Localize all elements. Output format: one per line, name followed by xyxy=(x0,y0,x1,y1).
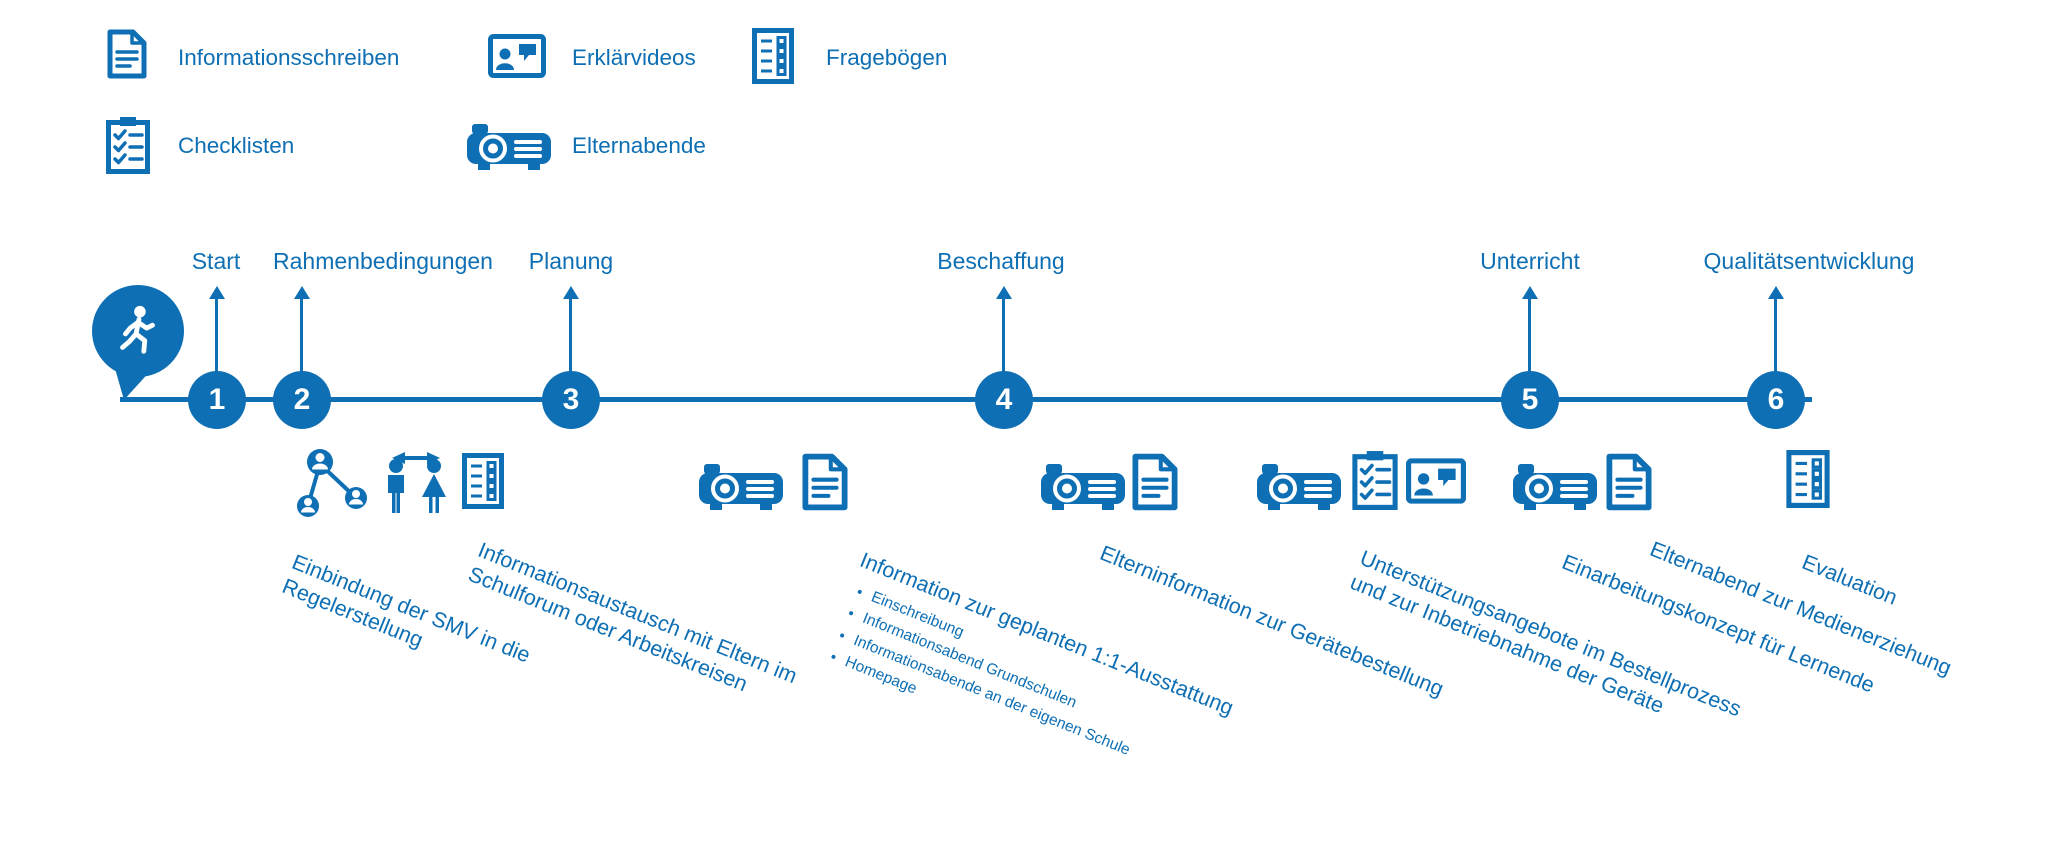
legend-label-informationsschreiben: Informationsschreiben xyxy=(178,45,400,70)
video-icon xyxy=(488,34,546,78)
phase-arrow-2 xyxy=(294,286,310,299)
phase-arrow-3 xyxy=(563,286,579,299)
phase-label-rahmenbedingungen: Rahmenbedingungen xyxy=(273,248,493,274)
phase-label-start: Start xyxy=(191,248,241,274)
phase-number-2: 2 xyxy=(273,371,331,429)
projector-icon xyxy=(698,462,784,514)
walking-person-icon xyxy=(109,302,167,360)
phase-number-6: 6 xyxy=(1747,371,1805,429)
phase-arrow-6 xyxy=(1768,286,1784,299)
phase-arrow-5 xyxy=(1522,286,1538,299)
phase-label-qualitaetsentwicklung: Qualitätsentwicklung xyxy=(1703,248,1915,274)
legend-label-elternabende: Elternabende xyxy=(572,133,706,158)
phase-number-3: 3 xyxy=(542,371,600,429)
letter-icon xyxy=(800,452,850,512)
letter-icon xyxy=(1130,452,1180,512)
phase-label-beschaffung: Beschaffung xyxy=(937,248,1065,274)
questionnaire-icon xyxy=(752,28,794,84)
phase-number-5: 5 xyxy=(1501,371,1559,429)
projector-icon xyxy=(1512,462,1598,514)
phase-arrow-shaft-4 xyxy=(1002,298,1005,398)
video-icon xyxy=(1406,458,1466,504)
phase-arrow-shaft-5 xyxy=(1528,298,1531,398)
phase-arrow-shaft-2 xyxy=(300,298,303,398)
phase-arrow-4 xyxy=(996,286,1012,299)
phase-label-unterricht: Unterricht xyxy=(1480,248,1580,274)
legend-label-erklaervideos: Erklärvideos xyxy=(572,45,696,70)
questionnaire-icon xyxy=(1786,450,1830,508)
questionnaire-icon xyxy=(462,452,504,510)
start-marker xyxy=(92,285,184,377)
projector-icon xyxy=(1256,462,1342,514)
phase-number-1: 1 xyxy=(188,371,246,429)
phase-arrow-1 xyxy=(209,286,225,299)
timeline-axis xyxy=(120,397,1812,402)
checklist-icon xyxy=(106,116,150,174)
phase-number-4: 4 xyxy=(975,371,1033,429)
phase-label-planung: Planung xyxy=(528,248,614,274)
phase-arrow-shaft-1 xyxy=(215,298,218,398)
projector-icon xyxy=(1040,462,1126,514)
activity-label-informationsaustausch: Informationsaustausch mit Eltern im Schu… xyxy=(464,537,801,697)
letter-icon xyxy=(106,28,148,80)
phase-arrow-shaft-6 xyxy=(1774,298,1777,398)
checklist-icon xyxy=(1352,450,1398,510)
legend-label-checklisten: Checklisten xyxy=(178,133,295,158)
projector-icon xyxy=(466,122,552,174)
letter-icon xyxy=(1604,452,1654,512)
parents-exchange-icon xyxy=(378,450,454,516)
phase-arrow-shaft-3 xyxy=(569,298,572,398)
legend-label-frageboegen: Fragebögen xyxy=(826,45,948,70)
network-icon xyxy=(296,446,370,520)
